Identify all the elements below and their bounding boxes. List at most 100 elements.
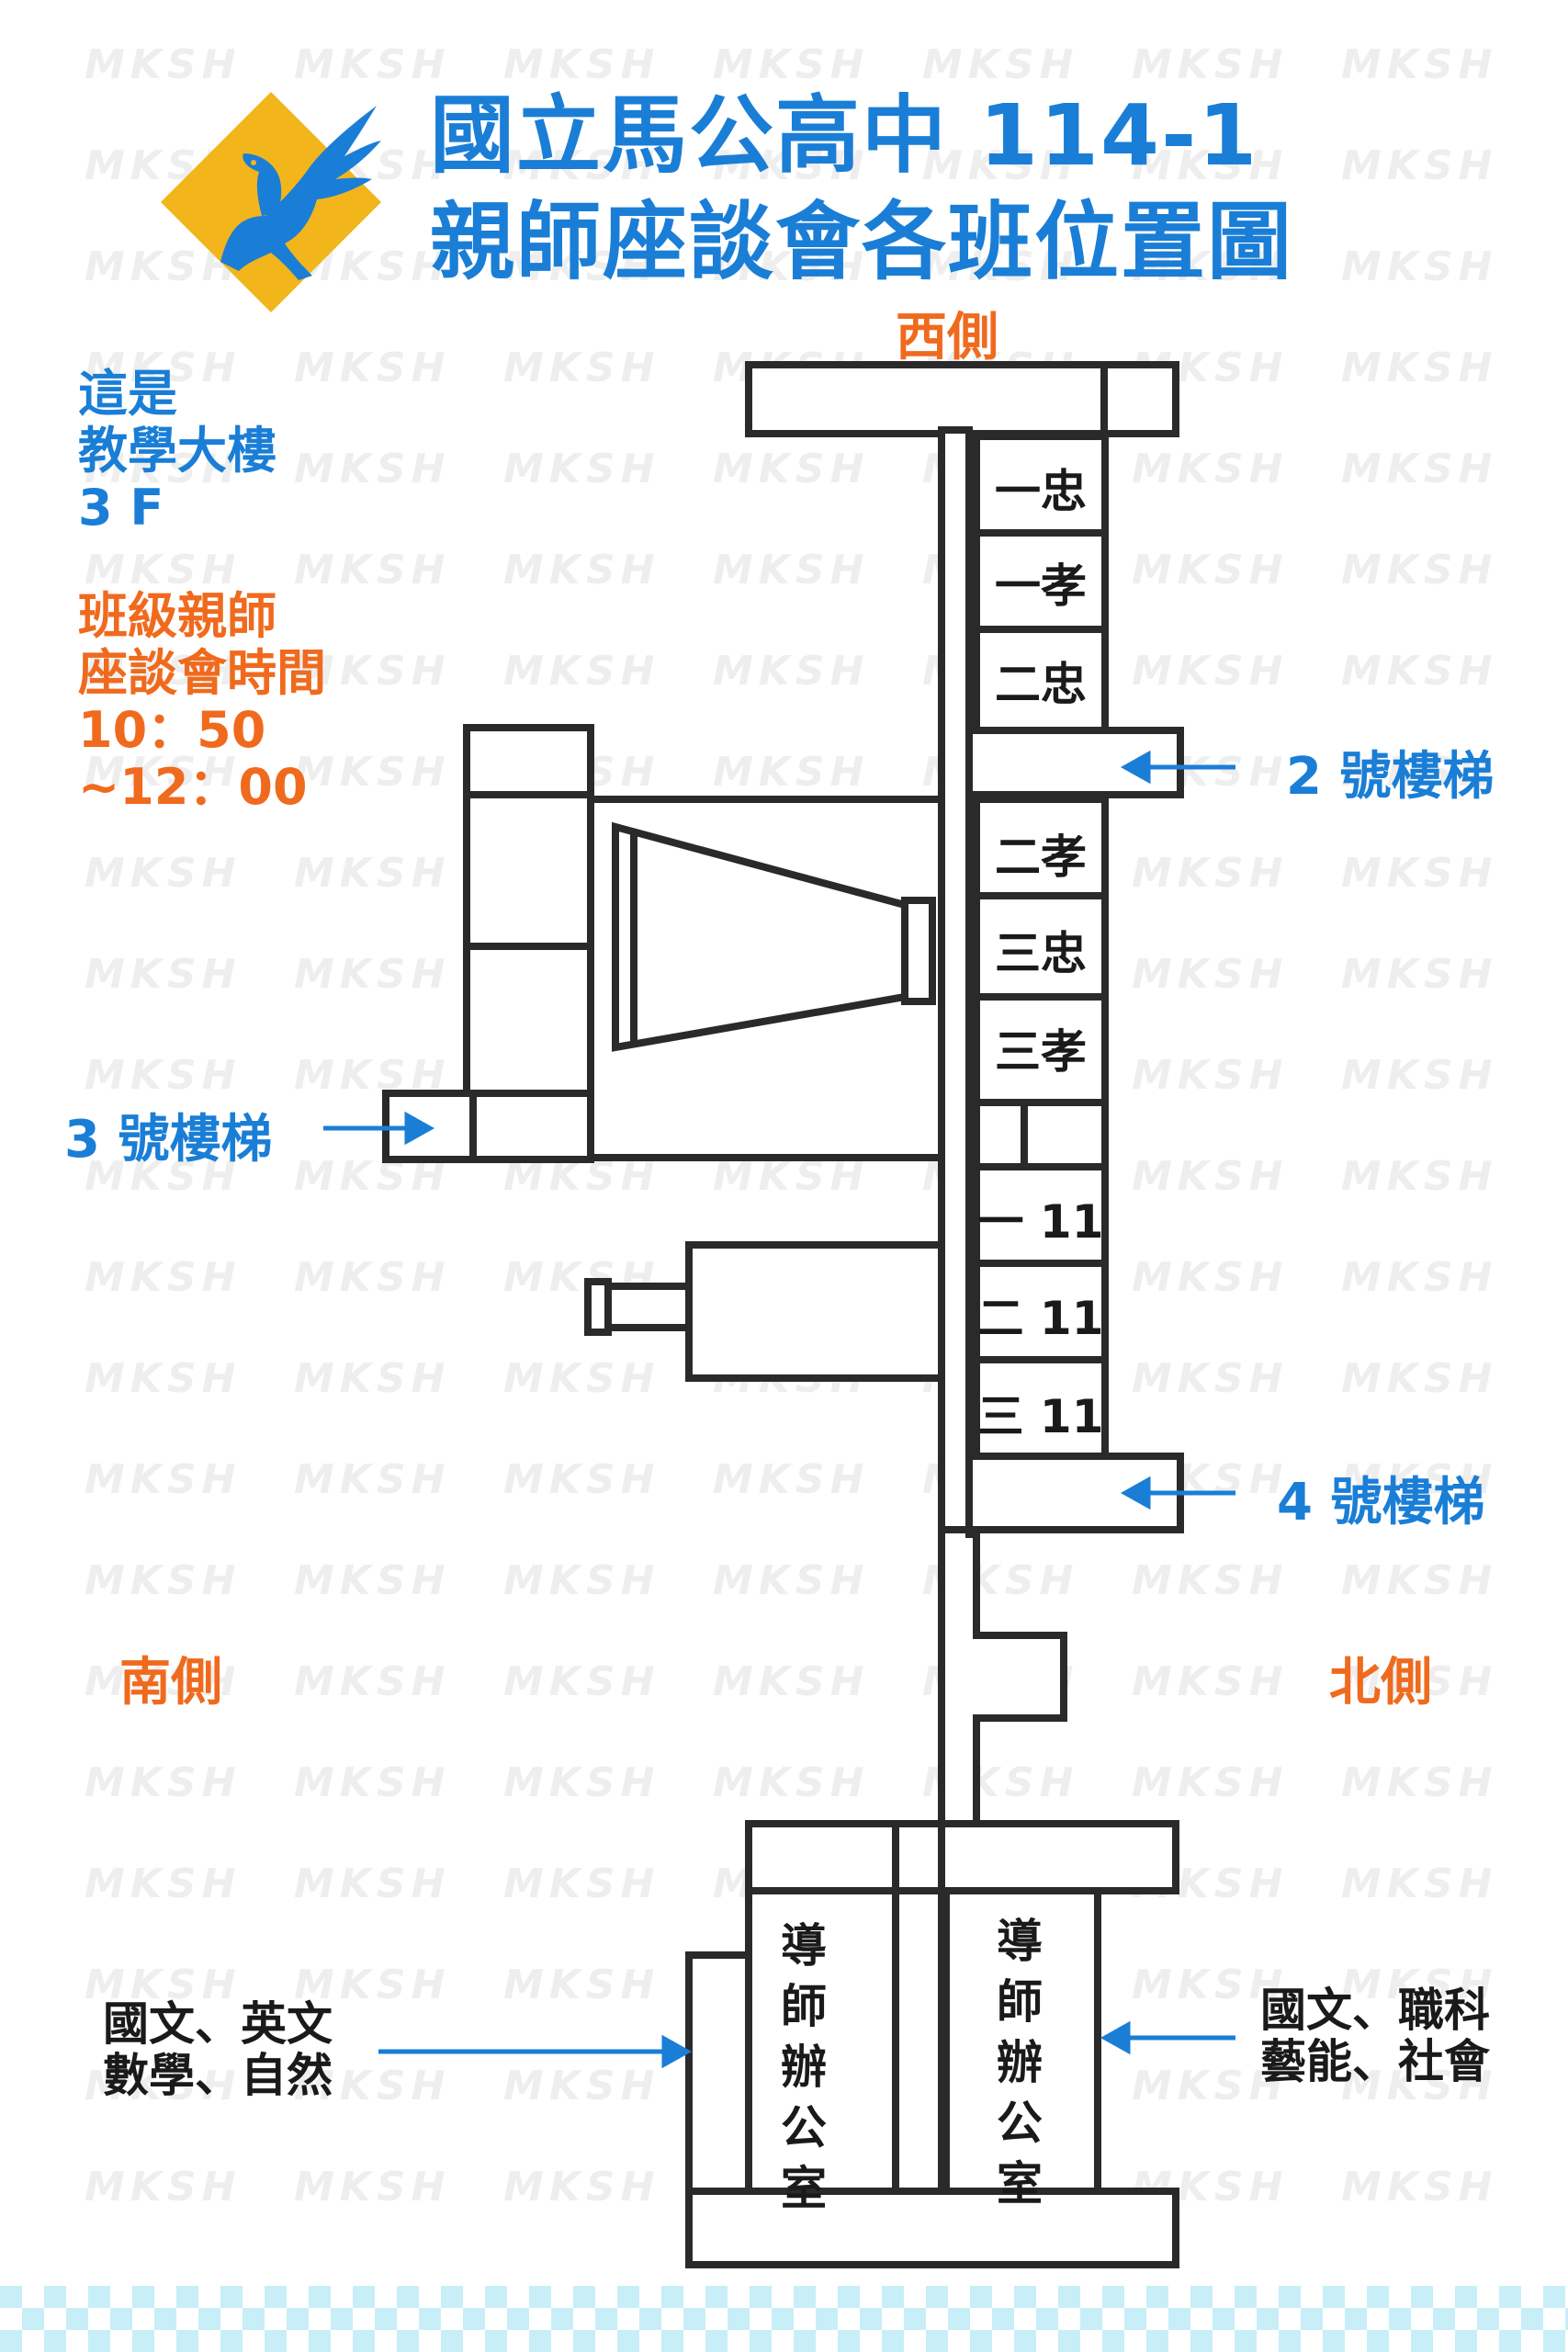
checker-square (1036, 2308, 1058, 2330)
checker-square (1455, 2330, 1477, 2352)
checker-square (287, 2308, 309, 2330)
subject-line: 數學、自然 (103, 2049, 333, 2102)
subject-line: 國文、英文 (103, 1997, 333, 2051)
checker-square (22, 2308, 44, 2330)
checker-square (198, 2308, 220, 2330)
classroom-label: 三忠 (995, 927, 1087, 980)
checker-square (1235, 2330, 1257, 2352)
checker-square (331, 2308, 353, 2330)
checker-square (573, 2286, 595, 2308)
stair2-label: 2 號樓梯 (1286, 747, 1495, 807)
building-line-1: 這是 (78, 365, 177, 423)
checker-square (1146, 2330, 1168, 2352)
office-right-label: 導師辦公室 (997, 1915, 1043, 2211)
classroom-label: 一忠 (995, 465, 1087, 518)
page-title-line1: 國立馬公高中 114-1 (430, 86, 1259, 185)
classroom-label: 二孝 (995, 831, 1087, 884)
checkered-footer (0, 2286, 1568, 2352)
office-left-label: 導師辦公室 (781, 1919, 827, 2215)
classroom-column-mid (973, 796, 1109, 1106)
checker-square (1058, 2330, 1080, 2352)
checker-square (1235, 2286, 1257, 2308)
time-line-1: 班級親師 (78, 587, 276, 645)
checker-square (617, 2330, 639, 2352)
checker-square (882, 2330, 904, 2352)
checker-square (0, 2286, 22, 2308)
checker-square (1323, 2286, 1345, 2308)
checker-square (485, 2286, 507, 2308)
gap-block (973, 1099, 1109, 1170)
checker-square (44, 2286, 66, 2308)
stair4-label: 4 號樓梯 (1277, 1473, 1485, 1532)
checker-square (970, 2286, 992, 2308)
checker-square (595, 2308, 617, 2330)
checker-square (309, 2330, 331, 2352)
west-side-label: 西側 (896, 308, 998, 368)
checker-square (1146, 2286, 1168, 2308)
checker-square (441, 2330, 463, 2352)
checker-square (794, 2330, 816, 2352)
auditorium-stage (901, 897, 936, 1005)
checker-square (1477, 2308, 1499, 2330)
checker-square (529, 2286, 551, 2308)
checker-square (750, 2286, 772, 2308)
checker-square (816, 2308, 838, 2330)
checker-square (970, 2330, 992, 2352)
checker-square (705, 2286, 728, 2308)
checker-square (1124, 2308, 1146, 2330)
checker-square (243, 2308, 265, 2330)
checker-square (573, 2330, 595, 2352)
checker-square (441, 2286, 463, 2308)
lower-corridor (938, 1526, 1067, 1832)
checker-square (772, 2308, 794, 2330)
checker-square (1455, 2286, 1477, 2308)
checker-square (705, 2330, 728, 2352)
checker-square (0, 2330, 22, 2352)
checker-square (1014, 2286, 1036, 2308)
time-line-2: 座談會時間 (78, 644, 326, 702)
checker-square (926, 2286, 948, 2308)
subject-line: 國文、職科 (1260, 1984, 1490, 2037)
checker-square (220, 2330, 243, 2352)
arrows (323, 750, 1235, 2069)
office-right-inner (942, 1887, 1101, 2195)
checker-square (88, 2286, 110, 2308)
subject-line: 藝能、社會 (1260, 2035, 1490, 2088)
checker-square (1367, 2286, 1389, 2308)
classroom-label: 二忠 (995, 658, 1087, 711)
office-left-room (745, 1887, 899, 2195)
checker-square (728, 2308, 750, 2330)
checker-square (639, 2308, 661, 2330)
checker-square (1257, 2308, 1279, 2330)
checker-square (1411, 2330, 1433, 2352)
checker-square (683, 2308, 705, 2330)
checker-square (154, 2308, 176, 2330)
checker-square (1433, 2308, 1455, 2330)
checker-square (882, 2286, 904, 2308)
checker-square (750, 2330, 772, 2352)
checker-square (1080, 2308, 1102, 2330)
checker-square (88, 2330, 110, 2352)
top-wing (745, 361, 1179, 437)
checker-square (419, 2308, 441, 2330)
checker-square (1543, 2286, 1565, 2308)
checker-square (1499, 2286, 1521, 2308)
building-info: 這是 教學大樓 3 F (78, 366, 276, 537)
classroom-label: 二 11 (977, 1292, 1104, 1345)
checker-square (1102, 2286, 1124, 2308)
checker-square (353, 2330, 375, 2352)
checker-square (176, 2330, 198, 2352)
checker-square (1565, 2308, 1568, 2330)
checker-square (794, 2286, 816, 2308)
checker-square (485, 2330, 507, 2352)
checker-square (1323, 2330, 1345, 2352)
checker-square (1367, 2330, 1389, 2352)
checker-square (353, 2286, 375, 2308)
checker-square (992, 2308, 1014, 2330)
checker-square (904, 2308, 926, 2330)
checker-square (1279, 2330, 1301, 2352)
building-line-2: 教學大樓 (78, 422, 276, 480)
checker-square (132, 2286, 154, 2308)
checker-square (1543, 2330, 1565, 2352)
